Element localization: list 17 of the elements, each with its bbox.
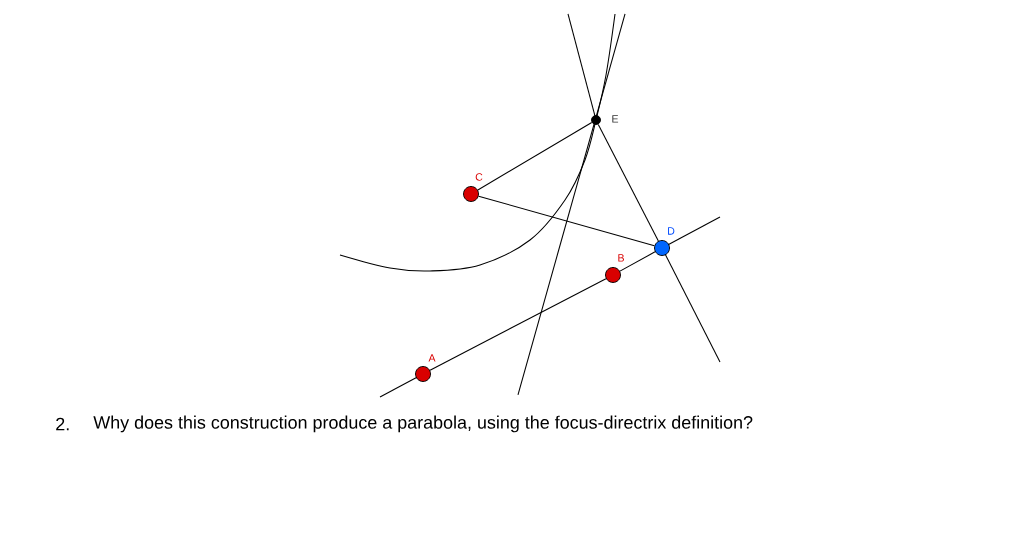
point-marker — [463, 186, 479, 202]
point-marker — [591, 115, 601, 125]
point-marker — [654, 240, 670, 256]
point-marker — [415, 366, 431, 382]
line-segment — [619, 251, 656, 272]
question-number: 2. — [56, 417, 69, 431]
line-segment — [477, 122, 593, 191]
line-segment — [597, 123, 659, 242]
point-label: E — [612, 115, 619, 123]
line-segment — [429, 278, 607, 371]
point-label: A — [428, 354, 436, 362]
point-label: B — [618, 254, 624, 262]
line-segment — [478, 195, 655, 247]
point-label: C — [475, 173, 483, 181]
question-text: Why does this construction produce a parabola, using the focus-directrix definition? — [93, 415, 753, 433]
point-marker — [605, 267, 621, 283]
point-label: D — [668, 227, 675, 235]
